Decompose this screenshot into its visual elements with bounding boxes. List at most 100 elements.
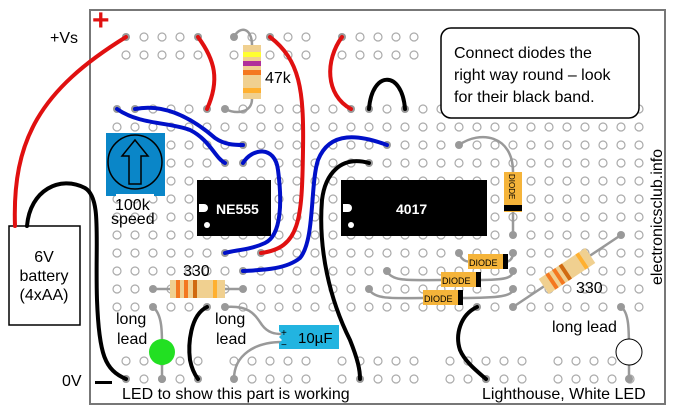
hole xyxy=(562,194,572,204)
hole xyxy=(616,158,626,168)
hole xyxy=(562,248,572,258)
hole xyxy=(562,158,572,168)
blue-wire xyxy=(133,105,245,147)
hole xyxy=(526,140,536,150)
hole xyxy=(616,122,626,132)
hole xyxy=(346,122,356,132)
hole xyxy=(553,374,563,384)
blue-wire xyxy=(115,107,227,165)
hole xyxy=(256,104,266,114)
hole xyxy=(598,140,608,150)
hole xyxy=(112,302,122,312)
hole xyxy=(184,248,194,258)
hole xyxy=(400,248,410,258)
hole xyxy=(328,104,338,114)
hole xyxy=(130,212,140,222)
hole xyxy=(112,284,122,294)
4017-label: 4017 xyxy=(396,201,427,217)
hole xyxy=(445,374,455,384)
hole xyxy=(292,122,302,132)
hole xyxy=(184,194,194,204)
hole xyxy=(634,284,644,294)
hole xyxy=(508,122,518,132)
hole xyxy=(598,230,608,240)
hole xyxy=(562,140,572,150)
hole xyxy=(598,158,608,168)
hole xyxy=(256,302,266,312)
site-label: electronicsclub.info xyxy=(649,149,666,285)
hole xyxy=(418,104,428,114)
hole xyxy=(634,212,644,222)
hole xyxy=(184,230,194,240)
diode-vertical: DIODE xyxy=(457,135,522,237)
hole xyxy=(634,230,644,240)
hole xyxy=(292,176,302,186)
hole xyxy=(553,356,563,366)
hole xyxy=(526,176,536,186)
hole xyxy=(310,284,320,294)
hole xyxy=(409,356,419,366)
hole xyxy=(310,104,320,114)
hole xyxy=(490,176,500,186)
hole xyxy=(490,122,500,132)
hole xyxy=(157,50,167,60)
hole xyxy=(130,122,140,132)
hole xyxy=(112,230,122,240)
hole xyxy=(292,140,302,150)
svg-text:+: + xyxy=(281,328,287,339)
hole xyxy=(418,122,428,132)
hole xyxy=(310,122,320,132)
hole xyxy=(454,158,464,168)
potentiometer[interactable] xyxy=(106,133,165,200)
hole xyxy=(283,356,293,366)
svg-text:battery: battery xyxy=(20,268,69,285)
hole xyxy=(373,356,383,366)
hole xyxy=(346,140,356,150)
hole xyxy=(598,266,608,276)
hole xyxy=(607,374,617,384)
svg-text:−: − xyxy=(281,340,287,351)
hole xyxy=(355,32,365,42)
pot-label: speed xyxy=(111,211,155,228)
hole xyxy=(562,122,572,132)
pot-value: 100k xyxy=(115,197,151,214)
hole xyxy=(526,230,536,240)
long-lead-label: long xyxy=(116,311,146,328)
hole xyxy=(454,122,464,132)
hole xyxy=(463,374,473,384)
hole xyxy=(598,248,608,258)
hole xyxy=(490,230,500,240)
hole xyxy=(580,158,590,168)
hole xyxy=(436,248,446,258)
hole xyxy=(517,374,527,384)
hole xyxy=(382,122,392,132)
hole xyxy=(400,140,410,150)
battery-negative-wire xyxy=(25,181,128,381)
hole xyxy=(247,374,257,384)
hole xyxy=(616,194,626,204)
hole xyxy=(328,230,338,240)
hole xyxy=(634,140,644,150)
hole xyxy=(112,248,122,258)
battery-positive-wire xyxy=(12,35,128,228)
hole xyxy=(634,302,644,312)
hole xyxy=(400,266,410,276)
hole xyxy=(418,140,428,150)
hole xyxy=(274,104,284,114)
hole xyxy=(544,158,554,168)
hole xyxy=(490,212,500,222)
hole xyxy=(112,122,122,132)
hole xyxy=(616,212,626,222)
hole xyxy=(139,356,149,366)
hole xyxy=(184,302,194,312)
hole xyxy=(598,212,608,222)
hole xyxy=(607,356,617,366)
hole xyxy=(112,266,122,276)
hole xyxy=(472,122,482,132)
hole xyxy=(130,248,140,258)
hole xyxy=(544,230,554,240)
hole xyxy=(562,212,572,222)
hole xyxy=(238,122,248,132)
hole xyxy=(544,248,554,258)
black-wire xyxy=(319,159,371,381)
